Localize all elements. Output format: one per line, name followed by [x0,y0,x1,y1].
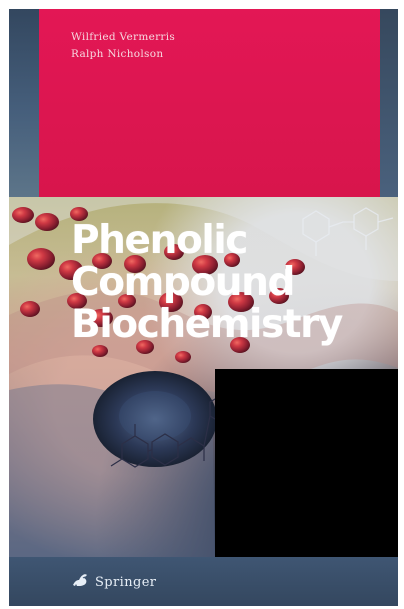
publisher-band [9,557,398,606]
author-panel [39,9,380,197]
publisher-name: Springer [95,575,157,590]
springer-horse-icon [71,572,89,593]
title-line-1: Phenolic [71,218,248,263]
author-1: Wilfried Vermerris [71,31,176,43]
phenolic-dots [12,207,305,363]
molecule-structure-top [302,207,394,256]
left-cover-band [9,9,39,197]
author-2: Ralph Nicholson [71,48,164,60]
book-title: Phenolic Compound Biochemistry [71,218,343,347]
book-cover: Wilfried Vermerris Ralph Nicholson [9,9,398,606]
publisher-mark: Springer [71,572,156,593]
author-list: Wilfried Vermerris Ralph Nicholson [71,29,175,63]
right-cover-band [380,9,398,197]
title-line-3: Biochemistry [71,302,343,347]
rose-photo-panel [215,369,398,557]
title-line-2: Compound [71,260,295,305]
